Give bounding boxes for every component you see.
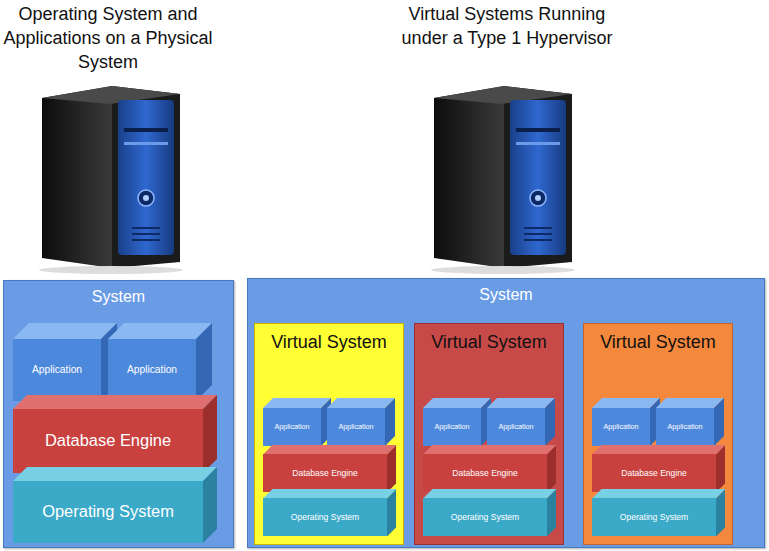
layer-label: Application xyxy=(487,423,545,432)
layer-label: Operating System xyxy=(592,512,716,522)
application-block: Application xyxy=(108,339,196,401)
computer-tower xyxy=(431,86,575,274)
database-engine-layer: Database Engine xyxy=(592,454,716,492)
layer-label: Database Engine xyxy=(592,468,716,478)
block-side-face xyxy=(387,489,396,536)
application-block: Application xyxy=(423,408,481,446)
database-engine-layer: Database Engine xyxy=(263,454,387,492)
operating-system-layer: Operating System xyxy=(592,498,716,536)
layer-label: Operating System xyxy=(263,512,387,522)
layer-label: Application xyxy=(13,364,101,376)
block-side-face xyxy=(547,489,556,536)
application-block: Application xyxy=(263,408,321,446)
operating-system-layer: Operating System xyxy=(423,498,547,536)
box-heading: Virtual System xyxy=(415,332,563,354)
system-box: SystemVirtual SystemApplication Applicati… xyxy=(247,278,765,548)
box-heading: Virtual System xyxy=(255,332,403,354)
box-heading: Virtual System xyxy=(584,332,732,354)
layer-label: Application xyxy=(263,423,321,432)
operating-system-layer: Operating System xyxy=(13,481,203,543)
section-title: Virtual Systems Running under a Type 1 H… xyxy=(400,2,614,50)
virtual-system-box: Virtual SystemApplication ApplicationData… xyxy=(254,323,404,545)
application-block: Application xyxy=(592,408,650,446)
layer-label: Operating System xyxy=(423,512,547,522)
layer-label: Application xyxy=(327,423,385,432)
block-top-face xyxy=(592,489,725,498)
block-side-face xyxy=(387,445,396,492)
block-side-face xyxy=(547,445,556,492)
layer-label: Operating System xyxy=(13,502,203,522)
application-block: Application xyxy=(327,408,385,446)
block-top-face xyxy=(592,445,725,454)
block-top-face xyxy=(263,489,396,498)
operating-system-layer: Operating System xyxy=(263,498,387,536)
layer-label: Application xyxy=(423,423,481,432)
layer-label: Application xyxy=(108,364,196,376)
block-side-face xyxy=(196,323,212,401)
virtual-system-box: Virtual SystemApplication ApplicationData… xyxy=(583,323,733,545)
box-heading: System xyxy=(248,285,764,304)
application-block: Application xyxy=(656,408,714,446)
layer-label: Database Engine xyxy=(13,431,203,451)
application-block: Application xyxy=(13,339,101,401)
block-top-face xyxy=(108,323,212,339)
block-top-face xyxy=(13,323,117,339)
application-block: Application xyxy=(487,408,545,446)
block-side-face xyxy=(385,398,395,446)
layer-label: Database Engine xyxy=(423,468,547,478)
block-side-face xyxy=(203,395,217,473)
virtual-system-box: Virtual SystemApplication ApplicationData… xyxy=(414,323,564,545)
block-top-face xyxy=(263,445,396,454)
layer-label: Database Engine xyxy=(263,468,387,478)
database-engine-layer: Database Engine xyxy=(423,454,547,492)
layer-label: Application xyxy=(592,423,650,432)
block-top-face xyxy=(13,395,217,409)
block-side-face xyxy=(714,398,724,446)
system-box: SystemApplication ApplicationDatabase Eng… xyxy=(3,280,234,548)
block-top-face xyxy=(423,489,556,498)
database-engine-layer: Database Engine xyxy=(13,409,203,473)
layer-label: Application xyxy=(656,423,714,432)
block-side-face xyxy=(716,489,725,536)
block-top-face xyxy=(13,467,217,481)
block-top-face xyxy=(423,445,556,454)
box-heading: System xyxy=(4,287,233,306)
computer-tower xyxy=(39,86,183,274)
block-side-face xyxy=(545,398,555,446)
block-side-face xyxy=(716,445,725,492)
section-title: Operating System and Applications on a P… xyxy=(0,2,216,74)
block-side-face xyxy=(203,467,217,543)
